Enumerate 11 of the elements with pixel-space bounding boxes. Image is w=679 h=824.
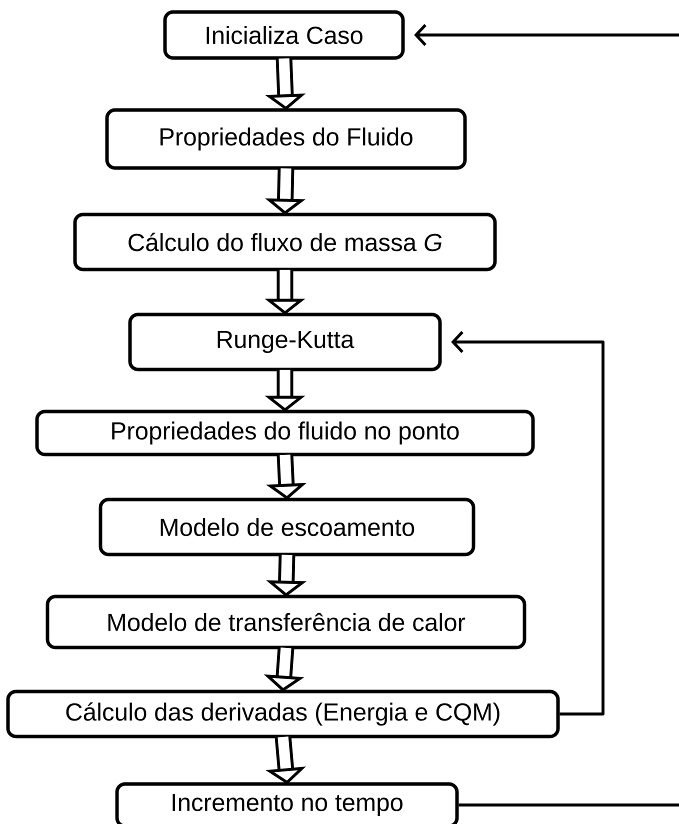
process-box: Modelo de escoamento (98, 498, 476, 556)
process-box: Inicializa Caso (163, 10, 405, 60)
arrow (414, 24, 679, 806)
process-box: Cálculo do fluxo de massa G (73, 212, 497, 272)
process-box: Cálculo das derivadas (Energia e CQM) (6, 690, 560, 738)
process-box: Incremento no tempo (115, 782, 459, 824)
process-box: Modelo de transferência de calor (46, 594, 526, 650)
process-box: Propriedades do fluido no ponto (35, 410, 535, 456)
process-box: Propriedades do Fluido (105, 108, 467, 170)
process-box: Runge-Kutta (128, 312, 442, 372)
arrow (451, 331, 604, 716)
